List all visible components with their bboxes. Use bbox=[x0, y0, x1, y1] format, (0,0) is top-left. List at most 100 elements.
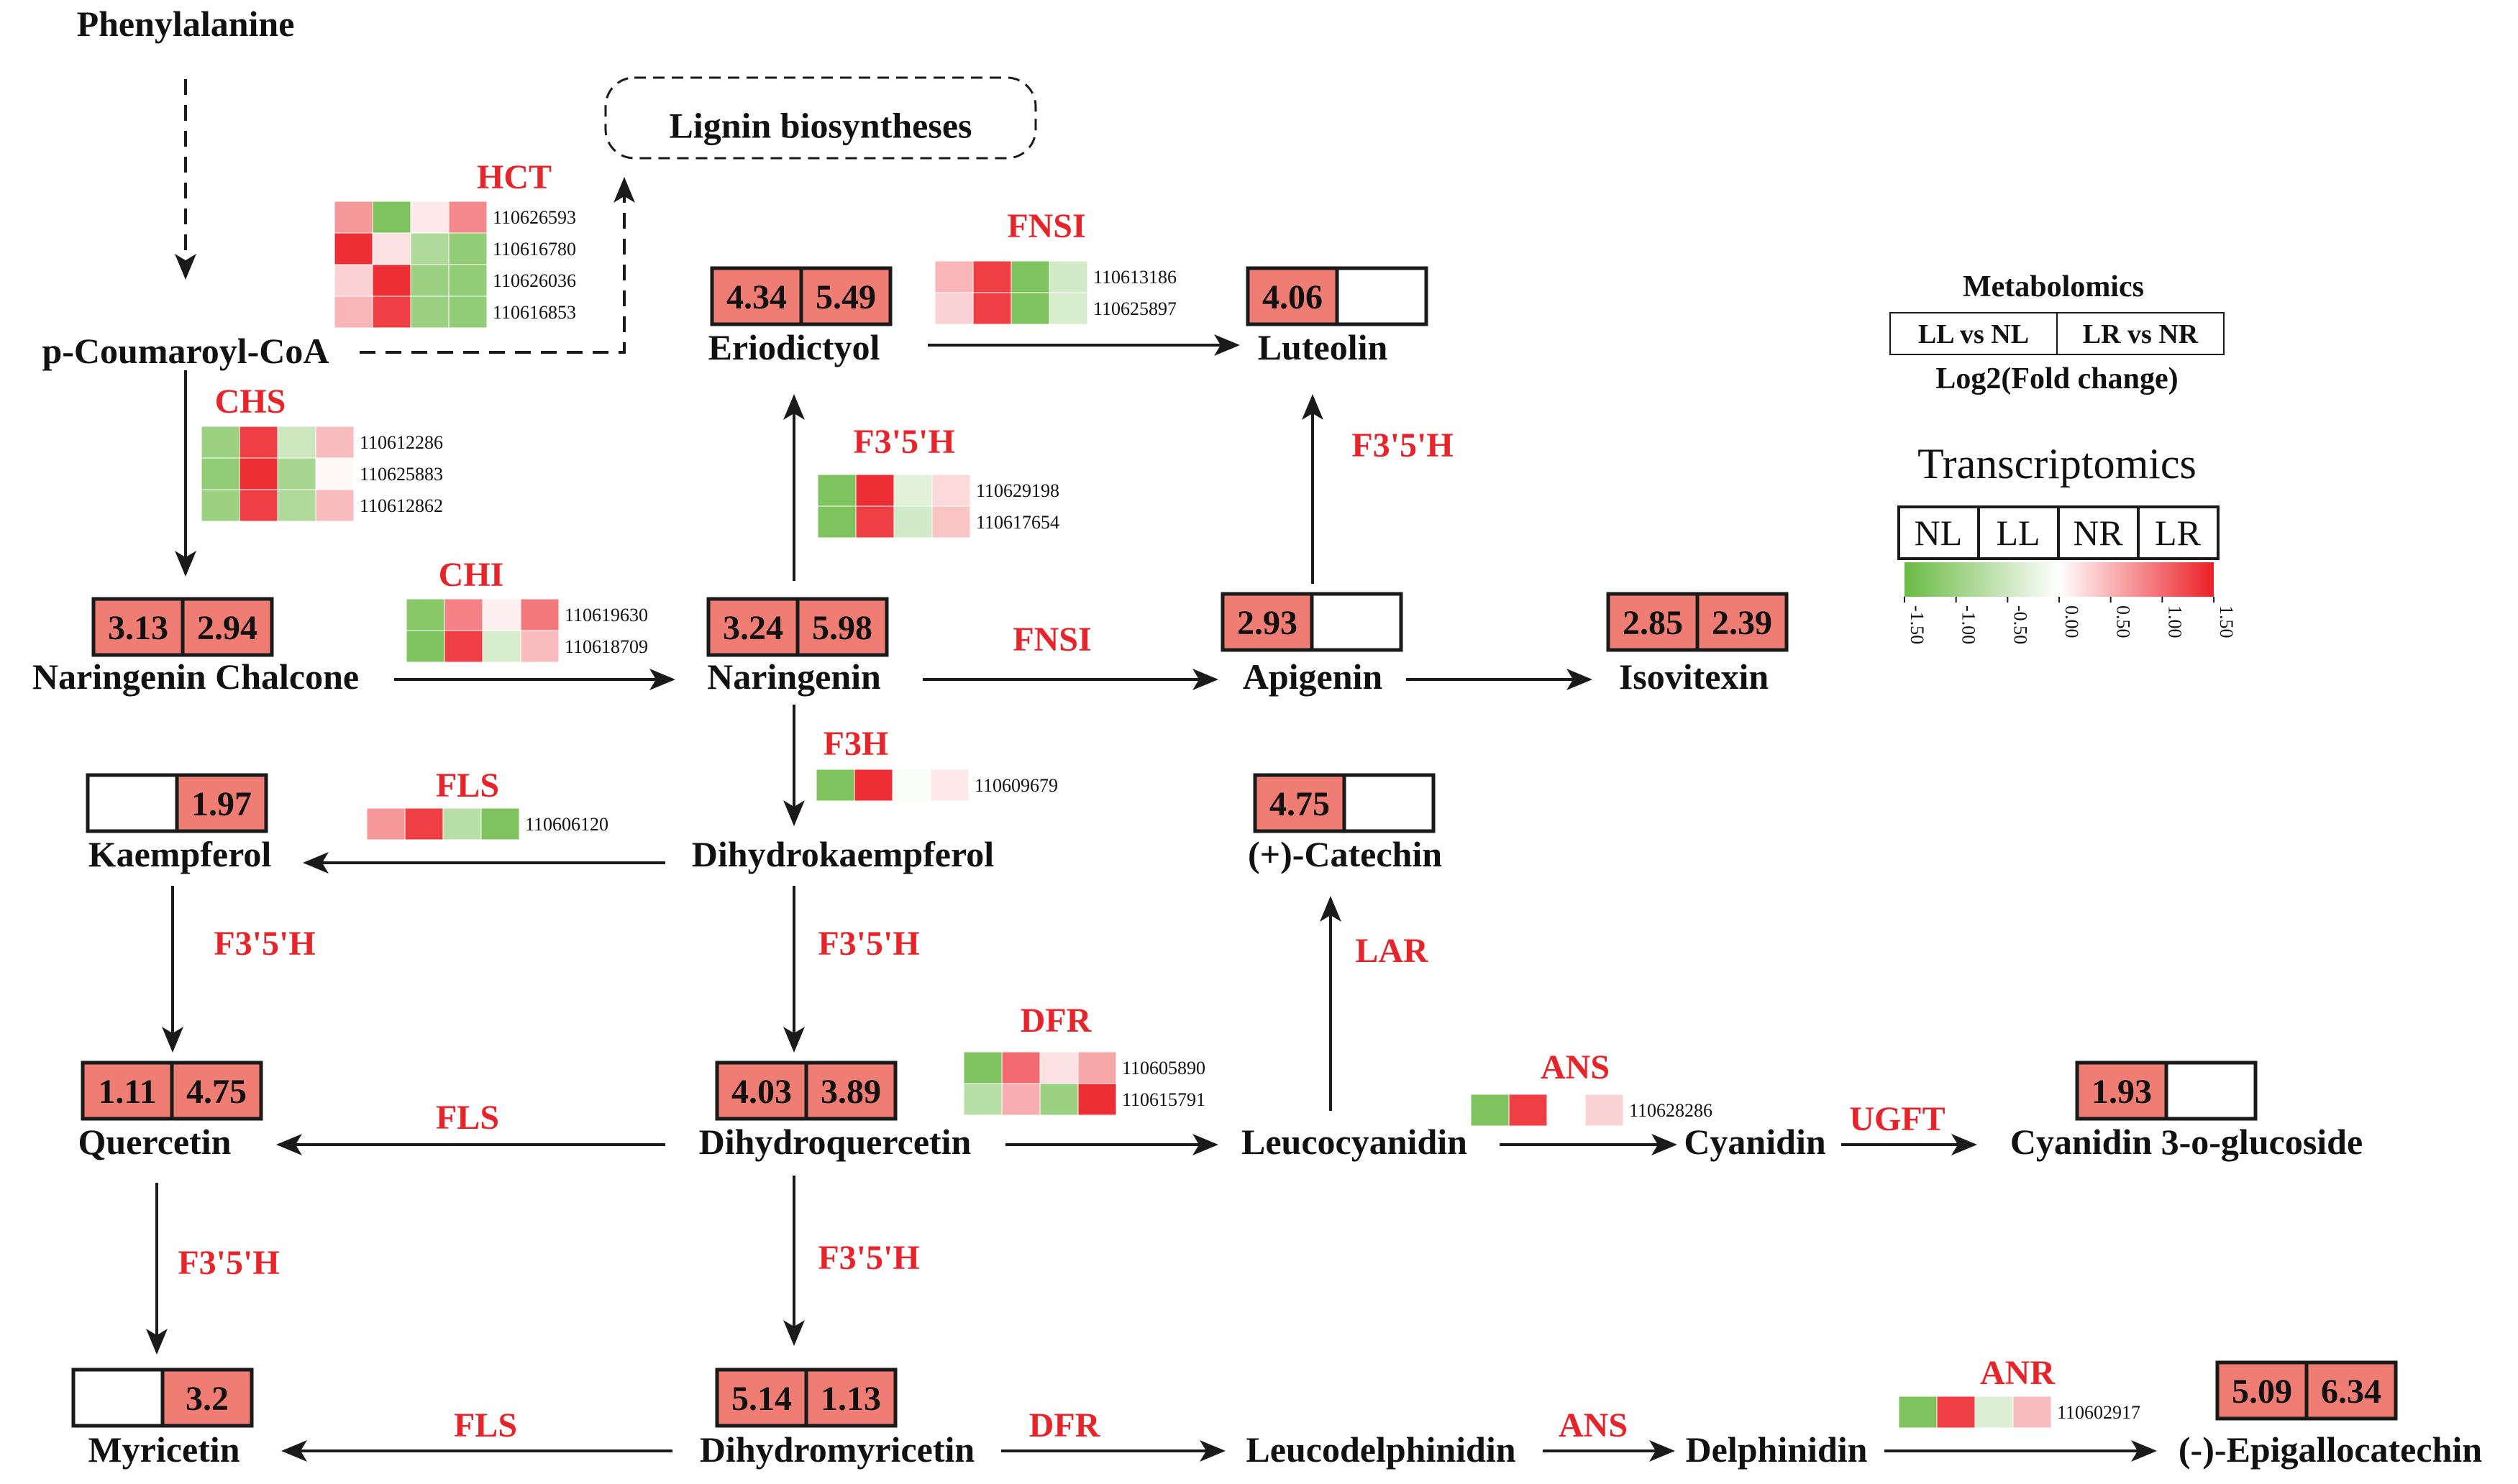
gene-id: 110605890 bbox=[1122, 1058, 1205, 1078]
value-cell bbox=[1606, 592, 1700, 652]
transcriptomics-heatmaps: 1106265931106167801106260361106168531106… bbox=[201, 201, 2140, 1429]
gene-id: 110618709 bbox=[565, 636, 648, 657]
enzyme-f35h-kq: F3'5'H bbox=[214, 925, 315, 963]
heatmap-cell bbox=[277, 489, 316, 522]
arrow-coumaroyl-to-lignin bbox=[360, 177, 635, 354]
heatmap-cell bbox=[334, 232, 373, 265]
heatmap-cell bbox=[931, 505, 971, 539]
legend-col-ll-vs-nl: LL vs NL bbox=[1918, 319, 2029, 349]
gene-id: 110612862 bbox=[360, 495, 443, 516]
value-text: 3.13 bbox=[108, 609, 168, 647]
value-cell bbox=[1335, 266, 1428, 326]
heatmap-cell bbox=[963, 1083, 1003, 1116]
value-cell bbox=[1310, 592, 1403, 652]
heatmap-cell bbox=[334, 264, 373, 297]
legend-color-scale bbox=[1905, 562, 2214, 597]
value-cell bbox=[799, 266, 893, 326]
heatmap-cell bbox=[277, 457, 316, 490]
legend-metabolomics-title: Metabolomics bbox=[1963, 270, 2144, 303]
heatmap-cell bbox=[520, 630, 560, 663]
value-text: 4.03 bbox=[731, 1073, 792, 1111]
enzyme-chs: CHS bbox=[215, 383, 286, 421]
heatmap-chi: 110619630 110618709 bbox=[406, 598, 648, 663]
heatmap-cell bbox=[239, 426, 278, 459]
pathway-arrows bbox=[146, 79, 2157, 1462]
enzyme-fls-kaempferol: FLS bbox=[436, 766, 499, 805]
value-cell bbox=[71, 1368, 165, 1428]
heatmap-cell bbox=[334, 296, 373, 329]
heatmap-cell bbox=[315, 489, 355, 522]
metabolite-dihydromyricetin: Dihydromyricetin bbox=[700, 1429, 975, 1470]
enzyme-f35h-dq: F3'5'H bbox=[818, 925, 919, 963]
value-cell bbox=[170, 1061, 263, 1121]
gene-id: 110619630 bbox=[565, 605, 648, 626]
gene-id: 110602917 bbox=[2057, 1402, 2140, 1423]
legend-sample-ll: LL bbox=[1996, 513, 2040, 553]
heatmap-f3h: 110609679 bbox=[816, 769, 1058, 802]
heatmap-cell bbox=[448, 232, 488, 265]
heatmap-cell bbox=[366, 807, 406, 841]
gene-id: 110629198 bbox=[976, 480, 1059, 501]
value-text: 4.75 bbox=[1269, 785, 1330, 823]
gene-id: 110606120 bbox=[525, 814, 608, 835]
heatmap-cell bbox=[817, 474, 857, 507]
enzyme-dfr-bottom: DFR bbox=[1029, 1406, 1101, 1444]
heatmap-cell bbox=[444, 630, 483, 663]
heatmap-cell bbox=[410, 201, 450, 234]
enzyme-fls-quercetin: FLS bbox=[436, 1099, 499, 1137]
heatmap-cell bbox=[972, 292, 1012, 325]
value-cell bbox=[710, 266, 803, 326]
enzyme-ugft: UGFT bbox=[1849, 1100, 1945, 1138]
value-text: 4.06 bbox=[1262, 278, 1323, 316]
enzyme-f35h-luteolin: F3'5'H bbox=[1351, 426, 1453, 464]
value-text: 2.93 bbox=[1237, 604, 1297, 642]
metabolite-delphinidin: Delphinidin bbox=[1686, 1429, 1868, 1470]
value-text: 1.11 bbox=[98, 1073, 156, 1111]
heatmap-fls: 110606120 bbox=[366, 807, 608, 841]
value-cell bbox=[2164, 1061, 2258, 1121]
legend-sample-lr: LR bbox=[2155, 513, 2202, 553]
value-cell bbox=[160, 1368, 254, 1428]
value-text: 3.24 bbox=[723, 609, 783, 647]
enzyme-ans-top: ANS bbox=[1541, 1048, 1610, 1086]
value-cell bbox=[181, 597, 274, 657]
heatmap-cell bbox=[931, 474, 971, 507]
value-cell bbox=[1695, 592, 1789, 652]
value-box-kaempferol: 1.97 bbox=[86, 773, 268, 833]
value-text: 3.89 bbox=[821, 1073, 881, 1111]
gene-id: 110615791 bbox=[1122, 1089, 1205, 1110]
enzyme-ans-bottom: ANS bbox=[1559, 1406, 1628, 1444]
value-text: 4.34 bbox=[726, 278, 787, 316]
value-box-luteolin: 4.06 bbox=[1246, 266, 1428, 326]
heatmap-cell bbox=[1049, 292, 1088, 325]
heatmap-cell bbox=[410, 264, 450, 297]
scale-tick-label: -0.50 bbox=[2010, 605, 2030, 644]
enzyme-labels: HCT CHS CHI FNSI F3'5'H F3'5'H FNSI F3H … bbox=[178, 158, 2056, 1444]
heatmap-cell bbox=[893, 474, 933, 507]
value-cell bbox=[86, 773, 179, 833]
scale-tick-label: 0.50 bbox=[2113, 605, 2134, 638]
metabolite-isovitexin: Isovitexin bbox=[1619, 656, 1769, 697]
heatmap-cell bbox=[934, 292, 974, 325]
enzyme-fls-myricetin: FLS bbox=[454, 1406, 517, 1444]
heatmap-cell bbox=[442, 807, 482, 841]
heatmap-cell bbox=[372, 201, 411, 234]
heatmap-cell bbox=[201, 457, 240, 490]
metabolite-cyanidin: Cyanidin bbox=[1684, 1122, 1826, 1162]
heatmap-cell bbox=[482, 630, 521, 663]
heatmap-cell bbox=[855, 474, 895, 507]
scale-tick-label: -1.00 bbox=[1958, 605, 1979, 644]
metabolite-quercetin: Quercetin bbox=[78, 1122, 232, 1162]
heatmap-cell bbox=[1470, 1094, 1510, 1127]
gene-id: 110626036 bbox=[493, 270, 576, 291]
heatmap-anr: 110602917 bbox=[1898, 1396, 2140, 1429]
heatmap-cell bbox=[1936, 1396, 1976, 1429]
legend-transcriptomics-title: Transcriptomics bbox=[1917, 440, 2197, 487]
heatmap-cell bbox=[444, 598, 483, 631]
